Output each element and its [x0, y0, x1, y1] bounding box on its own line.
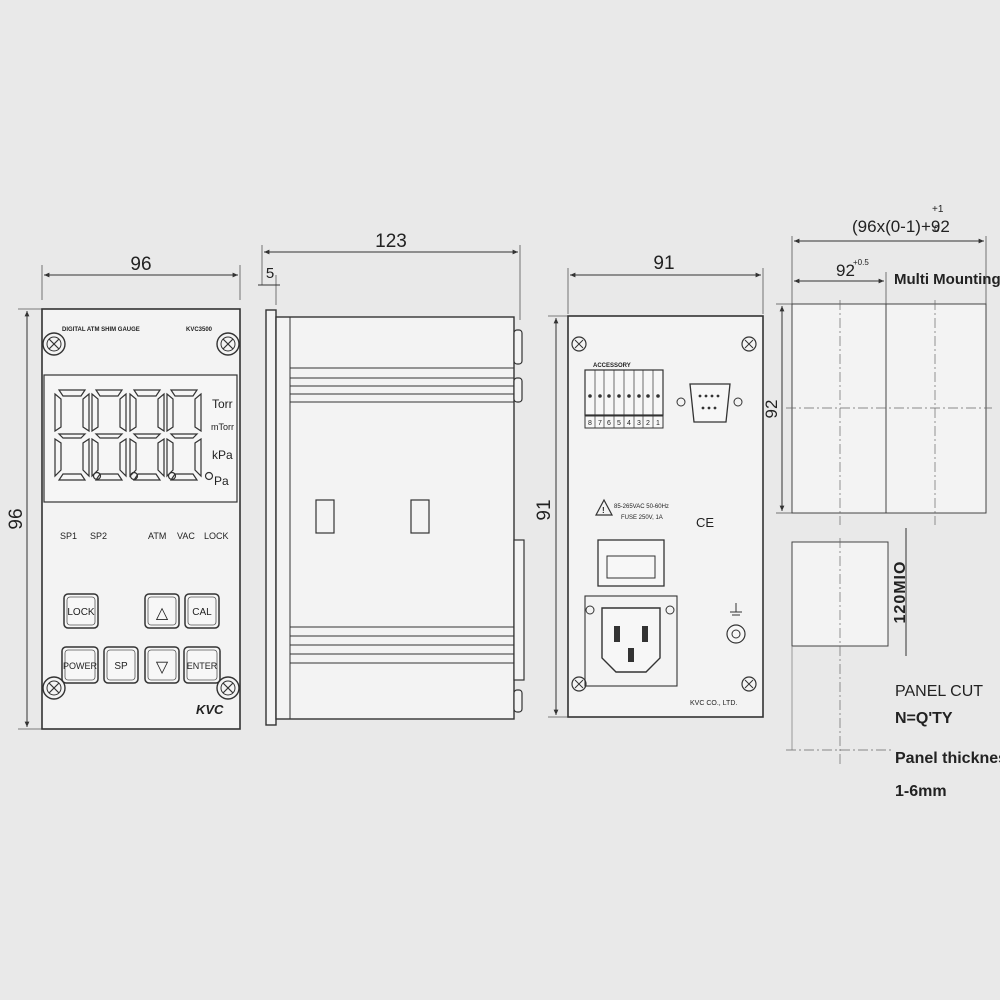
lock-button[interactable]: LOCK	[63, 593, 99, 629]
side-flange	[265, 309, 277, 726]
indicator-vac: VAC	[177, 531, 195, 541]
unit-mtorr: mTorr	[211, 422, 234, 432]
front-width-label: 96	[130, 254, 151, 275]
power-button[interactable]: POWER	[61, 646, 99, 684]
up-button[interactable]: △	[144, 593, 180, 629]
terminal-number: 1	[656, 420, 660, 427]
up-arrow-icon: △	[156, 605, 169, 622]
screw-icon	[216, 332, 240, 356]
note-panel-thickness: Panel thicknes	[895, 750, 1000, 767]
note-quantity: N=Q'TY	[895, 710, 953, 727]
min-spacing-label: 120MIO	[892, 561, 909, 624]
terminal-number: 4	[627, 420, 631, 427]
sp-button[interactable]: SP	[103, 646, 139, 684]
terminal-number: 2	[646, 420, 650, 427]
lock-button-label: LOCK	[67, 607, 95, 618]
terminal-number: 5	[617, 420, 621, 427]
unit-pa: Pa	[214, 474, 229, 488]
power-button-label: POWER	[63, 661, 98, 671]
rear-connector-block	[513, 539, 525, 681]
company-label: KVC CO., LTD.	[690, 700, 737, 707]
indicator-lock: LOCK	[204, 531, 229, 541]
multi-width-label: (96x(0-1)+92	[852, 217, 950, 236]
multi-mounting-label: Multi Mounting	[894, 271, 1000, 288]
panel-cutout-multi	[791, 303, 987, 514]
screw-icon	[741, 336, 757, 352]
down-arrow-icon: ▽	[156, 659, 169, 676]
multi-width-tolerance-top: +1	[932, 204, 944, 215]
note-panel-cut: PANEL CUT	[895, 683, 983, 700]
indicator-sp2: SP2	[90, 531, 107, 541]
terminal-number: 8	[588, 420, 592, 427]
flange-thickness-label: 5	[266, 265, 274, 282]
screw-icon	[571, 336, 587, 352]
side-view: 123 5	[258, 231, 525, 726]
front-height-label: 96	[6, 508, 27, 529]
down-button[interactable]: ▽	[144, 646, 180, 684]
rear-view: 91 91 ACCESSORY	[534, 253, 764, 718]
indicator-atm: ATM	[148, 531, 166, 541]
unit-kpa: kPa	[212, 448, 233, 462]
model-text: DIGITAL ATM SHIM GAUGE	[62, 327, 140, 333]
front-view: 96 96 DIGITAL ATM SHIM GAUGE KVC3500 Tor…	[6, 254, 241, 730]
rear-width-label: 91	[653, 253, 674, 274]
screw-icon	[571, 676, 587, 692]
enter-button[interactable]: ENTER	[183, 646, 221, 684]
multi-width-tolerance-bottom: 0	[934, 224, 940, 235]
terminal-number: 6	[607, 420, 611, 427]
ground-icon	[726, 603, 746, 644]
latch-slot	[410, 499, 430, 534]
power-spec-line2: FUSE 250V, 1A	[621, 515, 663, 521]
panel-cut-view: (96x(0-1)+92 +1 0 92 +0.5 Multi Mounting…	[762, 204, 1000, 800]
brand-logo: KVC	[196, 702, 224, 717]
rear-height-label: 91	[534, 499, 555, 520]
power-spec-line1: 85-265VAC 50-60Hz	[614, 504, 669, 510]
enter-button-label: ENTER	[187, 661, 218, 671]
terminal-block: 8 7 6 5 4 3 2 1	[584, 369, 664, 429]
dsub-connector-icon	[676, 383, 743, 423]
single-width-tolerance: +0.5	[853, 258, 869, 267]
cal-button-label: CAL	[192, 607, 212, 618]
side-length-label: 123	[375, 231, 407, 252]
warning-icon	[595, 498, 613, 516]
single-width-label: 92	[836, 261, 855, 280]
latch-slot	[315, 499, 335, 534]
indicator-sp1: SP1	[60, 531, 77, 541]
svg-text:!: !	[602, 506, 605, 515]
cut-height-label: 92	[762, 400, 781, 419]
ce-mark: CE	[696, 515, 714, 530]
screw-icon	[741, 676, 757, 692]
model-number: KVC3500	[186, 327, 213, 333]
power-inlet-icon	[584, 539, 678, 687]
cal-button[interactable]: CAL	[184, 593, 220, 629]
note-thickness-range: 1-6mm	[895, 783, 947, 800]
screw-icon	[42, 332, 66, 356]
side-body	[275, 316, 515, 720]
accessory-label: ACCESSORY	[593, 363, 631, 369]
terminal-number: 7	[598, 420, 602, 427]
unit-torr: Torr	[212, 397, 233, 411]
terminal-number: 3	[637, 420, 641, 427]
sp-button-label: SP	[114, 661, 128, 672]
